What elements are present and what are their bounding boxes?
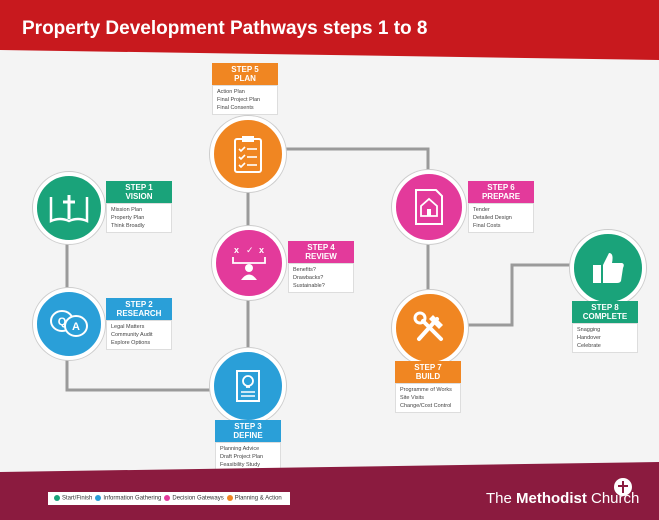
step2-name: RESEARCH [116, 309, 162, 318]
page-title: Property Development Pathways steps 1 to… [22, 18, 428, 39]
legend-label: Information Gathering [103, 495, 162, 502]
step8-card: STEP 8 COMPLETE Snagging Handover Celebr… [572, 301, 638, 353]
brand-bold: Methodist [516, 490, 587, 507]
step6-card: STEP 6 PREPARE Tender Detailed Design Fi… [468, 181, 534, 233]
step8-number: STEP 8 [591, 303, 619, 312]
legend-item: Planning & Action [226, 495, 282, 502]
step3-card: STEP 3 DEFINE Planning Advice Draft Proj… [215, 420, 281, 472]
step7-item: Site Visits [400, 395, 425, 401]
footer-shape [0, 462, 659, 520]
thumbs-up-icon [593, 253, 624, 283]
step5-item: Final Consents [217, 105, 254, 111]
header-banner: Property Development Pathways steps 1 to… [0, 0, 659, 62]
brand-prefix: The [486, 490, 517, 507]
legend-item: Decision Gateways [164, 495, 224, 502]
step4-item: Benefits? [293, 267, 316, 273]
svg-text:Q: Q [58, 316, 67, 328]
legend-dot [54, 495, 60, 501]
step8-item: Snagging [577, 327, 601, 333]
step3-number: STEP 3 [234, 422, 262, 431]
legend: Start/Finish Information Gathering Decis… [48, 492, 290, 505]
step1-number: STEP 1 [125, 183, 153, 192]
step3-item: Feasibility Study [220, 462, 261, 468]
step1-card: STEP 1 VISION Mission Plan Property Plan… [106, 181, 172, 233]
step3-item: Draft Project Plan [220, 454, 264, 460]
legend-dot [164, 495, 171, 501]
step6-item: Detailed Design [473, 215, 512, 221]
step7-number: STEP 7 [414, 363, 442, 372]
step3-circle [210, 348, 286, 424]
legend-label: Start/Finish [62, 495, 93, 502]
step4-card: STEP 4 REVIEW Benefits? Drawbacks? Susta… [288, 241, 354, 293]
step7-circle [392, 290, 468, 366]
legend-item: Start/Finish [54, 495, 92, 502]
step2-circle: Q A [33, 288, 105, 360]
header-shape [0, 0, 659, 60]
svg-text:x: x [259, 245, 264, 255]
step5-card: STEP 5 PLAN Action Plan Final Project Pl… [212, 63, 278, 115]
step4-circle: x ✓ x [212, 226, 286, 300]
step6-name: PREPARE [481, 192, 521, 201]
step5-item: Action Plan [217, 89, 245, 95]
house-document-icon [415, 189, 443, 225]
bible-cross-icon [49, 195, 89, 223]
svg-text:x: x [234, 245, 239, 255]
step7-name: BUILD [415, 372, 441, 381]
step3-name: DEFINE [233, 431, 263, 440]
step7-card: STEP 7 BUILD Programme of Works Site Vis… [395, 361, 461, 413]
step4-number: STEP 4 [307, 243, 335, 252]
step5-circle [210, 116, 286, 192]
svg-text:A: A [72, 321, 80, 333]
legend-dot [226, 495, 233, 501]
step6-item: Final Costs [473, 223, 501, 229]
lightbulb-document-icon [236, 370, 260, 402]
step8-item: Celebrate [577, 343, 601, 349]
qa-speech-bubbles-icon: Q A [50, 310, 88, 337]
legend-label: Decision Gateways [172, 495, 224, 502]
step2-item: Legal Matters [111, 324, 145, 330]
step7-item: Programme of Works [400, 387, 452, 393]
legend-item: Information Gathering [95, 495, 161, 502]
step1-item: Mission Plan [111, 207, 143, 213]
step4-item: Sustainable? [293, 283, 325, 289]
methodist-cross-flame-icon [614, 478, 632, 496]
step7-item: Change/Cost Control [400, 403, 452, 409]
footer-banner [0, 462, 659, 520]
hammer-wrench-icon [413, 311, 443, 341]
step3-item: Planning Advice [220, 446, 260, 452]
review-ticks-person-icon: x ✓ x [232, 245, 266, 280]
svg-text:✓: ✓ [246, 246, 254, 256]
step1-circle [33, 172, 105, 244]
step8-name: COMPLETE [582, 312, 628, 321]
step1-item: Property Plan [111, 215, 145, 221]
step5-number: STEP 5 [231, 65, 259, 74]
step2-card: STEP 2 RESEARCH Legal Matters Community … [106, 298, 172, 350]
legend-dot [95, 495, 102, 501]
step1-item: Think Broadly [111, 223, 145, 229]
step2-item: Explore Options [111, 340, 151, 346]
step6-number: STEP 6 [487, 183, 515, 192]
step5-name: PLAN [234, 74, 256, 83]
step6-item: Tender [473, 207, 490, 213]
step8-circle [570, 230, 646, 306]
step4-name: REVIEW [305, 252, 337, 261]
clipboard-checklist-icon [234, 136, 262, 173]
legend-label: Planning & Action [234, 495, 282, 502]
step2-item: Community Audit [111, 332, 153, 338]
step4-item: Drawbacks? [293, 275, 324, 281]
step2-number: STEP 2 [125, 300, 153, 309]
step8-item: Handover [577, 335, 601, 341]
step5-item: Final Project Plan [217, 97, 261, 103]
step1-name: VISION [125, 192, 153, 201]
step6-circle [392, 170, 466, 244]
